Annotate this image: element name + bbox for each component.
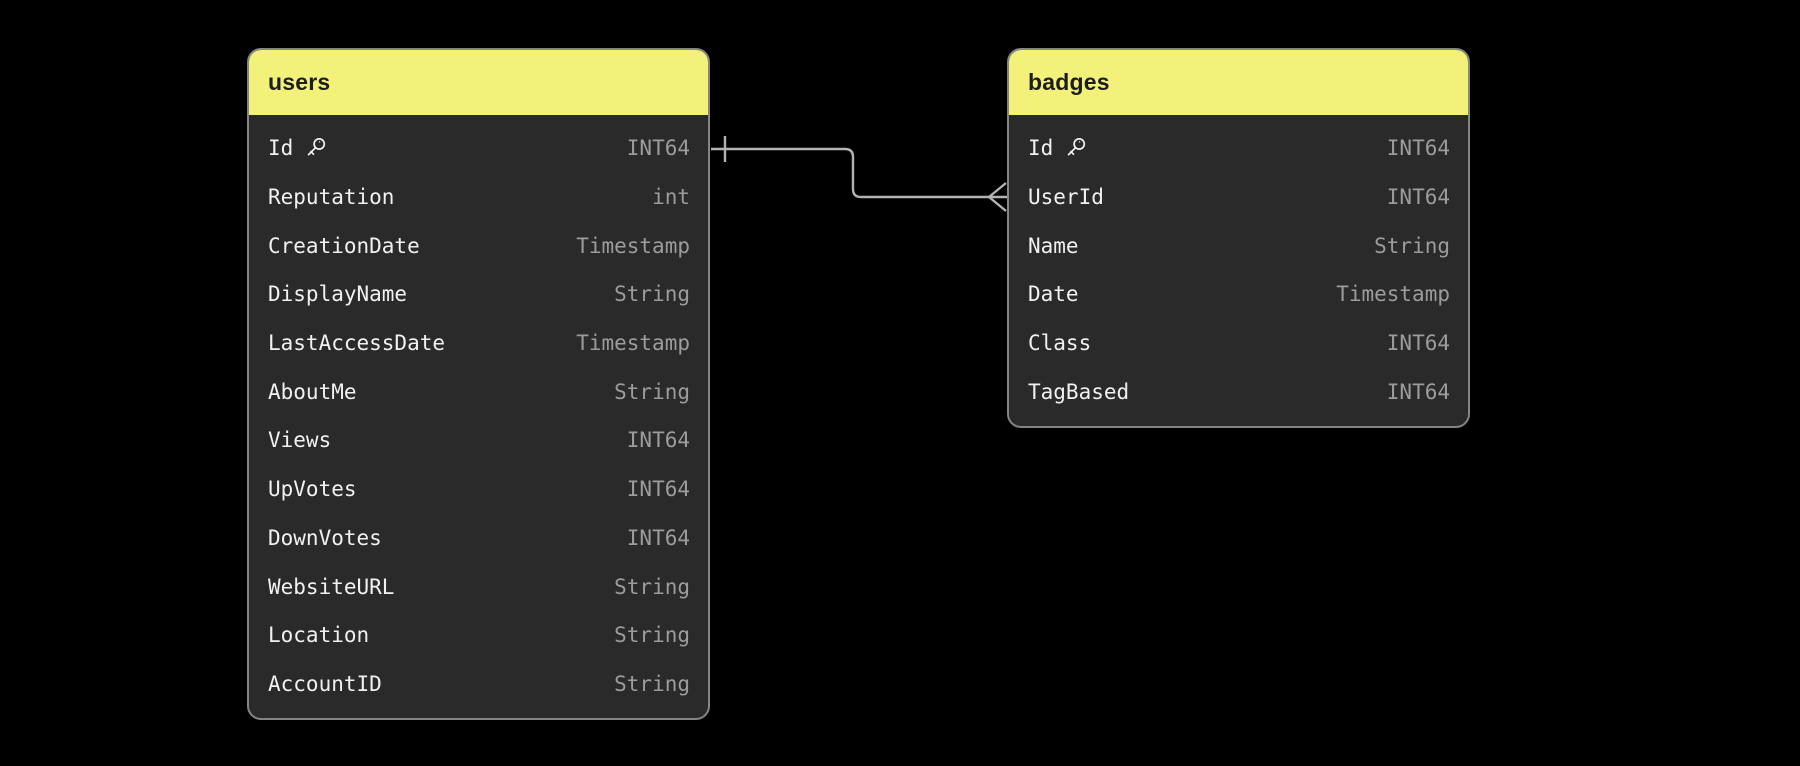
- field-row-users-location[interactable]: Location String: [249, 611, 708, 660]
- field-row-badges-userid[interactable]: UserId INT64: [1009, 173, 1468, 222]
- field-name: Views: [268, 428, 332, 453]
- field-name: CreationDate: [268, 233, 420, 258]
- field-row-badges-class[interactable]: Class INT64: [1009, 319, 1468, 368]
- table-badges-header[interactable]: badges: [1009, 50, 1468, 115]
- many-cardinality-crowfoot-icon: [987, 182, 1007, 212]
- table-badges-title: badges: [1028, 69, 1110, 95]
- field-row-users-reputation[interactable]: Reputation int: [249, 173, 708, 222]
- field-row-badges-date[interactable]: Date Timestamp: [1009, 270, 1468, 319]
- field-name: LastAccessDate: [268, 331, 446, 356]
- field-type: String: [614, 623, 690, 648]
- field-name: DisplayName: [268, 282, 408, 307]
- field-name: AboutMe: [268, 379, 357, 404]
- key-icon: [304, 136, 328, 160]
- field-row-users-upvotes[interactable]: UpVotes INT64: [249, 465, 708, 514]
- field-name: Reputation: [268, 185, 395, 210]
- field-type: INT64: [1386, 185, 1450, 210]
- field-type: INT64: [1386, 379, 1450, 404]
- field-row-badges-tagbased[interactable]: TagBased INT64: [1009, 367, 1468, 416]
- field-type: Timestamp: [576, 233, 690, 258]
- field-row-users-websiteurl[interactable]: WebsiteURL String: [249, 562, 708, 611]
- field-type: int: [652, 185, 690, 210]
- relationship-users-id-badges-userid[interactable]: [711, 136, 1007, 212]
- field-name: DownVotes: [268, 525, 382, 550]
- field-name: Id: [268, 136, 328, 160]
- field-type: INT64: [626, 477, 690, 502]
- field-row-users-views[interactable]: Views INT64: [249, 416, 708, 465]
- field-type: String: [614, 574, 690, 599]
- field-row-users-downvotes[interactable]: DownVotes INT64: [249, 514, 708, 563]
- field-name: TagBased: [1028, 379, 1130, 404]
- field-row-users-aboutme[interactable]: AboutMe String: [249, 367, 708, 416]
- field-type: INT64: [1386, 331, 1450, 356]
- field-name: WebsiteURL: [268, 574, 395, 599]
- field-name: Class: [1028, 331, 1092, 356]
- field-type: INT64: [626, 525, 690, 550]
- field-type: String: [614, 671, 690, 696]
- field-row-badges-name[interactable]: Name String: [1009, 221, 1468, 270]
- field-type: String: [1374, 233, 1450, 258]
- field-row-users-id[interactable]: Id INT64: [249, 124, 708, 173]
- field-type: INT64: [1386, 136, 1450, 161]
- field-type: Timestamp: [576, 331, 690, 356]
- field-name: Id: [1028, 136, 1088, 160]
- key-icon: [1064, 136, 1088, 160]
- table-users-header[interactable]: users: [249, 50, 708, 115]
- field-name: UpVotes: [268, 477, 357, 502]
- field-type: Timestamp: [1336, 282, 1450, 307]
- field-type: INT64: [626, 136, 690, 161]
- field-name: Location: [268, 623, 370, 648]
- relationship-line[interactable]: [711, 147, 989, 199]
- table-users-title: users: [268, 69, 331, 95]
- field-type: String: [614, 282, 690, 307]
- field-type: String: [614, 379, 690, 404]
- field-name: Name: [1028, 233, 1079, 258]
- field-row-badges-id[interactable]: Id INT64: [1009, 124, 1468, 173]
- field-name: UserId: [1028, 185, 1104, 210]
- field-row-users-creationdate[interactable]: CreationDate Timestamp: [249, 221, 708, 270]
- field-name: Date: [1028, 282, 1079, 307]
- field-type: INT64: [626, 428, 690, 453]
- field-name: AccountID: [268, 671, 382, 696]
- field-row-users-displayname[interactable]: DisplayName String: [249, 270, 708, 319]
- field-row-users-lastaccessdate[interactable]: LastAccessDate Timestamp: [249, 319, 708, 368]
- field-row-users-accountid[interactable]: AccountID String: [249, 660, 708, 709]
